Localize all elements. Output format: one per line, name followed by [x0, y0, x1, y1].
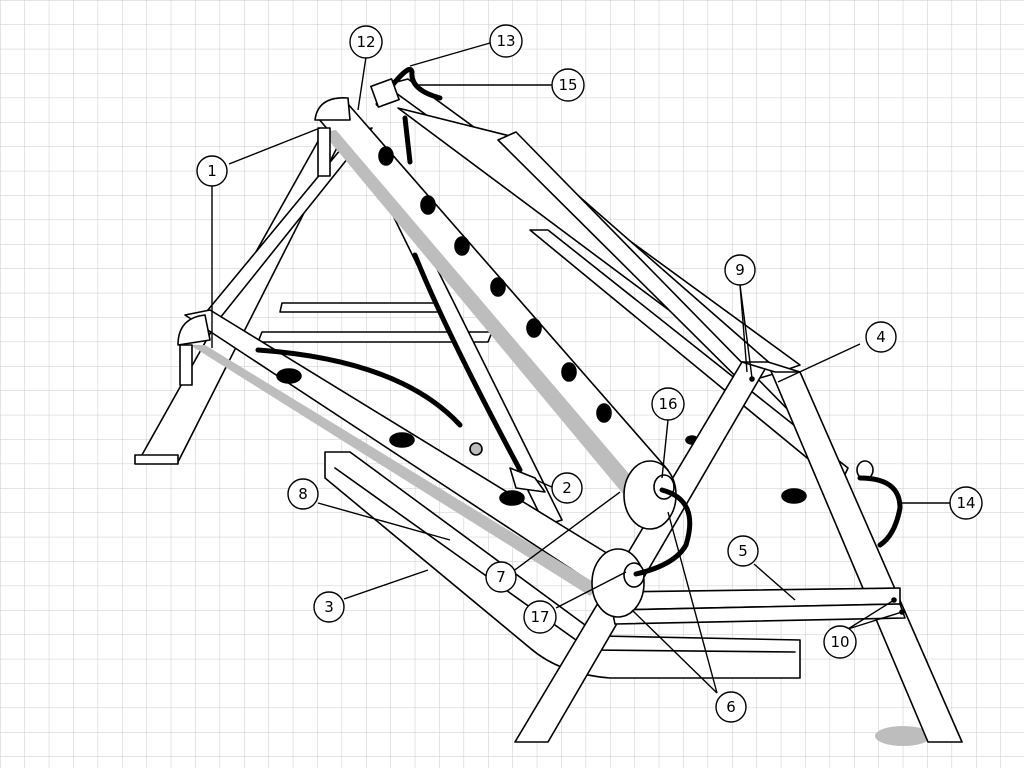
callout-label: 7	[496, 568, 506, 586]
ropes	[255, 67, 903, 577]
callout-2: 2	[551, 472, 583, 504]
lower-beam	[184, 309, 619, 596]
callout-5: 5	[727, 535, 759, 567]
callout-label: 5	[738, 542, 748, 560]
callout-14: 14	[949, 486, 983, 520]
callout-label: 15	[558, 76, 577, 94]
callout-6: 6	[715, 691, 747, 723]
callout-4: 4	[865, 321, 897, 353]
callout-1: 1	[196, 155, 228, 187]
callout-13: 13	[489, 24, 523, 58]
callout-label: 13	[496, 32, 515, 50]
callout-15: 15	[551, 68, 585, 102]
callout-16: 16	[651, 387, 685, 421]
callout-label: 10	[830, 633, 849, 651]
callout-label: 2	[562, 479, 572, 497]
callout-label: 12	[356, 33, 375, 51]
callout-label: 3	[324, 598, 334, 616]
callout-label: 16	[658, 395, 677, 413]
callout-10: 10	[823, 625, 857, 659]
callout-label: 1	[207, 162, 217, 180]
floor-shadow	[875, 726, 931, 746]
callout-7: 7	[485, 561, 517, 593]
right-a-frame	[514, 361, 963, 743]
right-caps	[591, 460, 874, 618]
callout-12: 12	[349, 25, 383, 59]
left-end-caps	[177, 97, 351, 386]
callout-8: 8	[287, 478, 319, 510]
callout-9: 9	[724, 254, 756, 286]
callout-label: 4	[876, 328, 886, 346]
callout-label: 6	[726, 698, 736, 716]
back-crossbars	[257, 302, 493, 343]
frame-drawing	[134, 67, 963, 746]
callout-17: 17	[523, 600, 557, 634]
fittings	[370, 78, 905, 615]
callout-label: 9	[735, 261, 745, 279]
callout-label: 8	[298, 485, 308, 503]
callout-label: 17	[530, 608, 549, 626]
callout-label: 14	[956, 494, 975, 512]
leader-lines	[211, 42, 950, 694]
callout-3: 3	[313, 591, 345, 623]
